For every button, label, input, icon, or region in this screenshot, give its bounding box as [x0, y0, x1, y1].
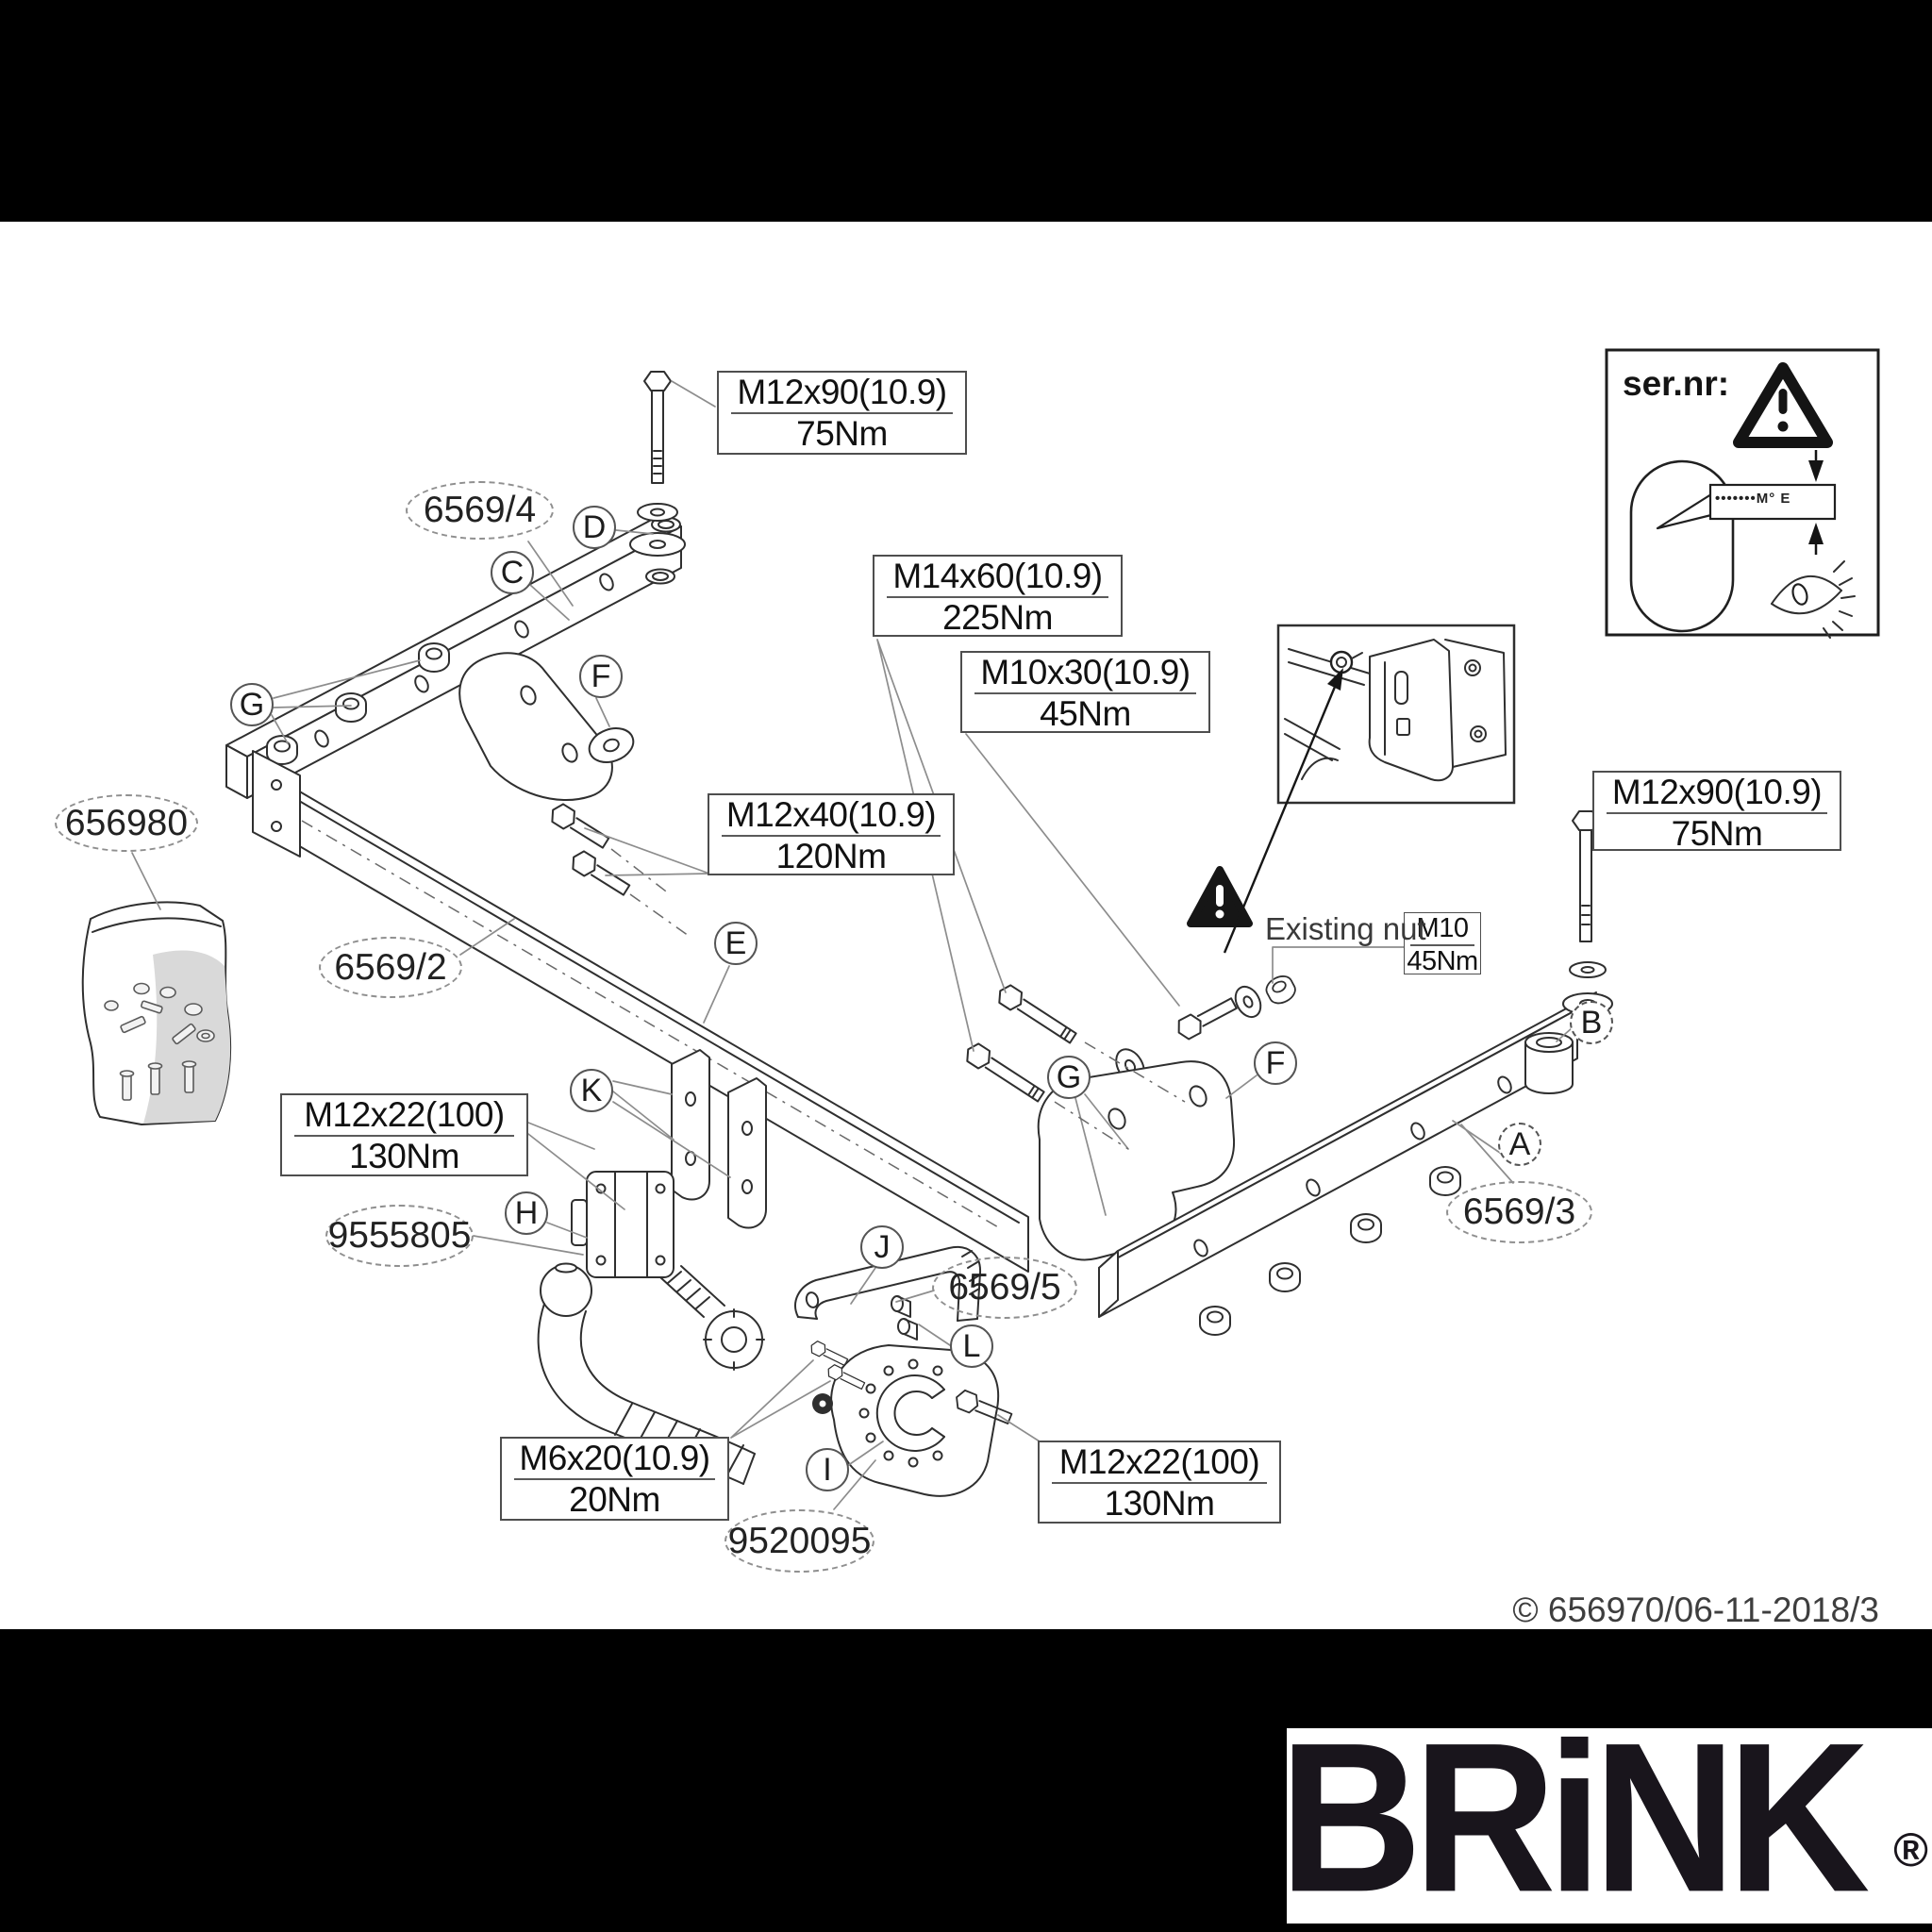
pointer-arrow	[1223, 668, 1343, 954]
torque-value: 130Nm	[1104, 1484, 1215, 1523]
towbar-outline-icon	[1629, 459, 1735, 633]
warning-triangle-icon	[1187, 866, 1253, 927]
torque-value: 45Nm	[1040, 694, 1131, 733]
serial-number-label: ser.nr:	[1623, 364, 1730, 403]
callout-g-right: G	[1047, 1056, 1091, 1099]
callout-f-left: F	[579, 655, 623, 698]
existing-bolt-washer-nut	[1173, 971, 1300, 1043]
eye-icon	[1771, 560, 1856, 639]
bolt-m12x90-top	[629, 371, 686, 585]
torque-spec: M14x60(10.9)	[887, 557, 1108, 598]
spacer-bushing-part-b	[1524, 1032, 1574, 1094]
registered-trademark-icon: ®	[1893, 1824, 1928, 1876]
torque-value: 120Nm	[775, 837, 887, 875]
callout-j: J	[860, 1225, 904, 1269]
leader-lines	[131, 380, 1605, 1510]
torque-label-m12x90-top: M12x90(10.9) 75Nm	[717, 371, 967, 455]
callout-h: H	[505, 1191, 548, 1235]
serial-number-box	[1605, 348, 1880, 639]
part-number-label-6569-5: 6569/5	[932, 1257, 1077, 1319]
torque-label-m10-existing: M10 45Nm	[1404, 912, 1481, 976]
torque-value: 130Nm	[349, 1137, 459, 1175]
callout-f-right: F	[1254, 1041, 1297, 1085]
part-number-label-6569-4: 6569/4	[406, 481, 554, 540]
callout-d: D	[573, 506, 616, 549]
callout-b: B	[1570, 1001, 1613, 1044]
warning-triangle-icon	[1733, 362, 1833, 448]
torque-label-m12x22-left: M12x22(100) 130Nm	[280, 1093, 528, 1176]
existing-nut-label: Existing nut	[1265, 911, 1426, 946]
torque-spec: M6x20(10.9)	[514, 1439, 715, 1480]
callout-k: K	[570, 1069, 613, 1112]
part-number-label-6569-2: 6569/2	[319, 937, 462, 998]
brink-logo-text: BRiNK	[1287, 1728, 1870, 1924]
torque-label-m14x60: M14x60(10.9) 225Nm	[873, 555, 1123, 637]
callout-g-left: G	[230, 683, 274, 726]
torque-value: 75Nm	[1671, 814, 1763, 853]
hanger-brackets-part-k	[671, 1049, 767, 1229]
fastener-bag-656980	[81, 901, 232, 1125]
serial-strip-text: •••••••M° E	[1715, 491, 1791, 507]
torque-spec: M12x22(100)	[1052, 1442, 1267, 1484]
serial-strip	[1708, 483, 1837, 521]
washer-f	[588, 727, 635, 763]
callout-c: C	[491, 551, 534, 594]
extent-arrows-icon	[1808, 450, 1824, 555]
part-number-label-6569-3: 6569/3	[1446, 1181, 1592, 1243]
torque-label-m12x90-right: M12x90(10.9) 75Nm	[1592, 771, 1841, 853]
torque-value: 225Nm	[942, 598, 1053, 637]
torque-value: 20Nm	[569, 1480, 660, 1519]
torque-label-m12x40: M12x40(10.9) 120Nm	[708, 793, 955, 875]
callout-l: L	[950, 1324, 993, 1368]
side-plate-left	[458, 652, 613, 801]
towball-housing-part-h	[571, 1171, 765, 1371]
callout-i: I	[806, 1448, 849, 1491]
torque-spec: M10x30(10.9)	[974, 653, 1196, 694]
copyright-text: © 656970/06-11-2018/3	[1512, 1591, 1879, 1629]
brink-logo: BRiNK ®	[1287, 1728, 1932, 1924]
torque-spec: M12x40(10.9)	[722, 795, 941, 837]
torque-label-m12x22-right: M12x22(100) 130Nm	[1038, 1441, 1281, 1524]
part-number-label-656980: 656980	[55, 794, 198, 852]
torque-spec: M10	[1410, 913, 1474, 946]
torque-spec: M12x90(10.9)	[731, 373, 953, 414]
crossbeam-part-e	[252, 750, 1029, 1273]
vehicle-detail-inset	[1276, 624, 1516, 805]
bolts-m12x40	[546, 800, 633, 900]
lock-pins-part-l	[891, 1295, 918, 1341]
torque-spec: M12x90(10.9)	[1607, 773, 1827, 814]
callout-e: E	[714, 922, 758, 965]
torque-label-m6x20: M6x20(10.9) 20Nm	[500, 1437, 729, 1521]
right-mounting-rail-part-a	[1098, 991, 1597, 1318]
torque-value: 75Nm	[796, 414, 888, 453]
torque-label-m10x30: M10x30(10.9) 45Nm	[960, 651, 1210, 733]
part-number-label-9520095: 9520095	[724, 1509, 874, 1573]
torque-spec: M12x22(100)	[294, 1095, 514, 1137]
part-number-label-9555805: 9555805	[325, 1205, 474, 1267]
torque-value: 45Nm	[1407, 946, 1478, 976]
holder-bracket-part-i	[812, 1344, 1000, 1497]
callout-a: A	[1498, 1123, 1541, 1166]
